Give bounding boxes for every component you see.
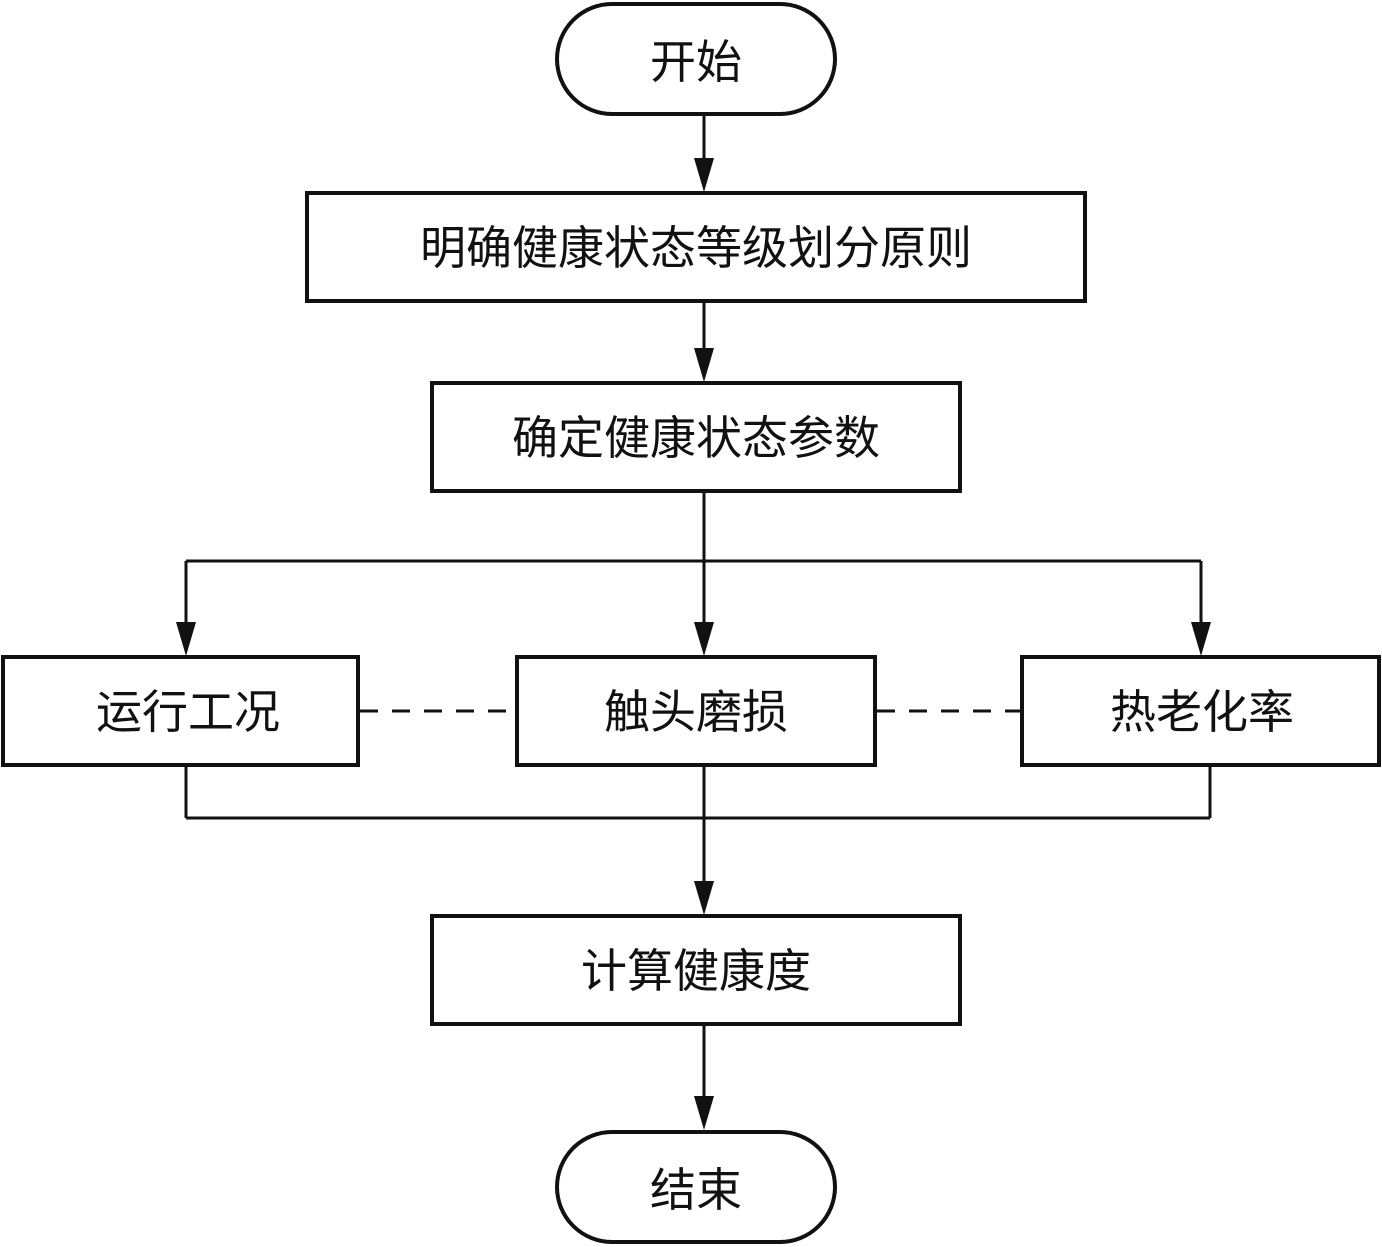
thermal-aging-label: 热老化率 [1110,685,1294,739]
end-terminator [555,1130,837,1244]
arrowhead-operating [176,622,196,656]
arrowhead-wear [694,622,714,656]
start-label: 开始 [650,35,742,89]
contact-wear-label: 触头磨损 [604,685,788,739]
arrowhead-aging [1191,622,1211,656]
determine-params-box [430,381,962,493]
arrowhead-define [694,158,714,192]
start-terminator [555,2,837,116]
arrowhead-end [694,1096,714,1130]
contact-wear-box [515,655,877,767]
operating-condition-box [1,655,360,767]
define-principle-label: 明确健康状态等级划分原则 [420,221,972,275]
compute-health-label: 计算健康度 [581,944,811,998]
define-principle-box [305,191,1087,303]
thermal-aging-box [1020,655,1381,767]
operating-condition-label: 运行工况 [96,685,280,739]
end-label: 结束 [650,1163,742,1217]
determine-params-label: 确定健康状态参数 [512,411,880,465]
arrowhead-compute [694,881,714,915]
compute-health-box [430,914,962,1026]
arrowhead-determine [694,348,714,382]
